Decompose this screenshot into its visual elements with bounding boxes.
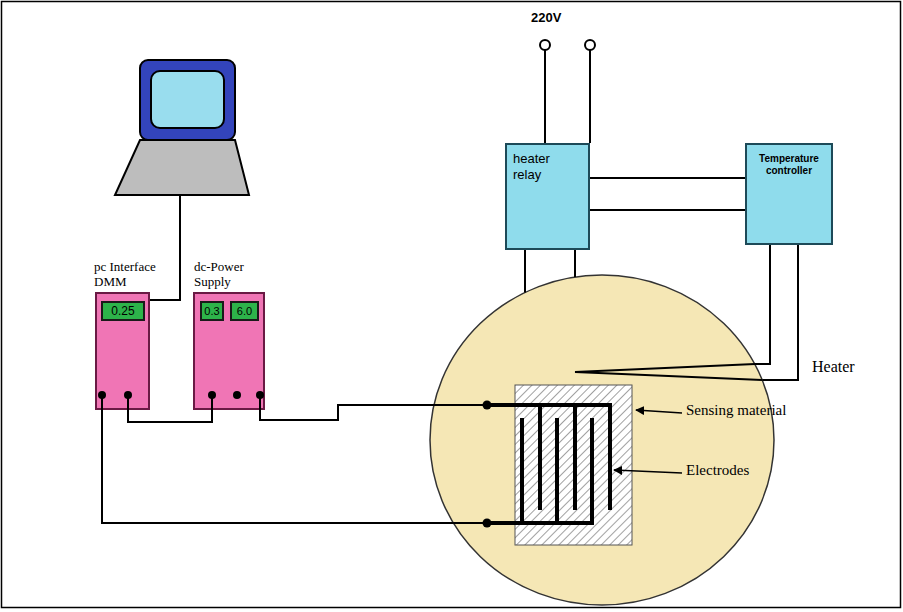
interdigitated-electrodes: [487, 405, 612, 523]
wire-connector: [128, 410, 212, 422]
power-supply-box: dc-Power Supply0.36.0: [193, 292, 265, 410]
part-label: Electrodes: [686, 462, 749, 479]
wire-connector: [590, 209, 745, 211]
wire-connector: [574, 250, 576, 277]
heater-outline: [430, 275, 774, 605]
part-label: Sensing material: [686, 402, 786, 419]
terminal-jack: [208, 391, 216, 399]
node-text: Heater: [812, 358, 855, 376]
display-reading: 0.3: [202, 303, 222, 319]
leader-line: [636, 410, 682, 413]
terminal-jack: [124, 391, 132, 399]
leader-line: [614, 470, 682, 473]
device-heading: pc Interface DMM: [94, 260, 166, 290]
relay-box: heater relay: [505, 143, 590, 250]
controller-box: Temperature controller: [745, 143, 833, 245]
terminal-jack: [233, 391, 241, 399]
usb-cable: [150, 195, 180, 300]
terminal-jack: [98, 391, 106, 399]
heater-plate: Heater: [430, 275, 774, 605]
voltage-display: 6.0: [230, 301, 259, 321]
meter-wire: [102, 395, 487, 523]
wire-connector: [755, 245, 770, 364]
wire-connector: [524, 250, 526, 292]
voltage-label: 220V: [531, 10, 561, 25]
device-heading: dc-Power Supply: [194, 260, 266, 290]
current-display: 0.3: [200, 301, 224, 321]
display-reading: 6.0: [232, 303, 257, 319]
node-text: Temperature controller: [747, 145, 831, 185]
multimeter-box: pc Interface DMM0.25: [95, 292, 150, 410]
wire-connector: [590, 177, 745, 179]
supply-wire: [260, 395, 487, 420]
display-reading: 0.25: [103, 303, 143, 319]
heater-disc: [430, 275, 774, 605]
thermocouple-probe: [575, 364, 762, 380]
node-text: heater relay: [507, 145, 579, 188]
laptop-icon: [115, 60, 249, 195]
wire-connector: [762, 245, 798, 380]
terminal-jack: [256, 391, 264, 399]
meter-display: 0.25: [101, 301, 145, 321]
mains-terminals: [540, 40, 595, 143]
